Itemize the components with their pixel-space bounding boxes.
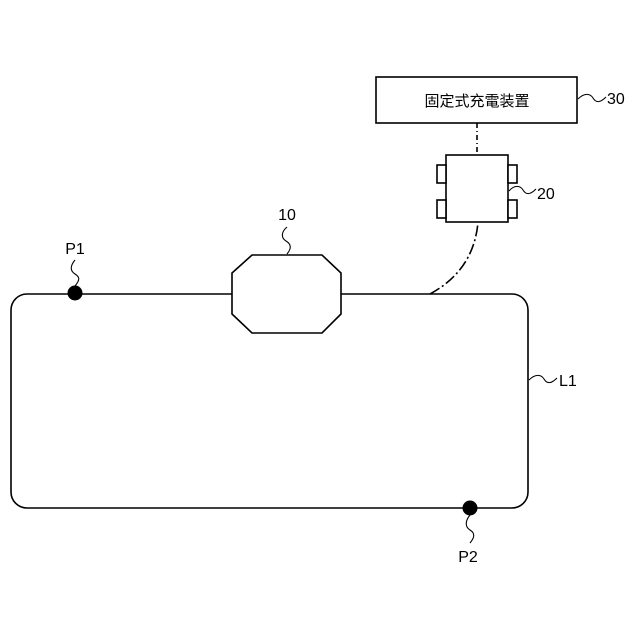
- label-10: 10: [278, 207, 296, 224]
- leader-P2: [466, 515, 474, 543]
- fixed-charger-label: 固定式充電装置: [424, 92, 529, 110]
- label-30: 30: [607, 91, 625, 108]
- label-20: 20: [537, 186, 555, 203]
- label-L1: L1: [559, 373, 577, 390]
- point-P1-marker: [68, 286, 83, 301]
- charging-robot-20: [437, 155, 517, 222]
- connector-dashed-line: [430, 222, 478, 294]
- leader-20: [509, 186, 536, 193]
- vehicle-10: [232, 255, 341, 333]
- point-P2-marker: [463, 501, 478, 516]
- leader-L1: [529, 375, 557, 382]
- label-P1: P1: [65, 241, 85, 258]
- leader-P1: [71, 260, 79, 286]
- label-P2: P2: [458, 549, 478, 566]
- leader-30: [578, 94, 606, 101]
- leader-10: [282, 227, 290, 254]
